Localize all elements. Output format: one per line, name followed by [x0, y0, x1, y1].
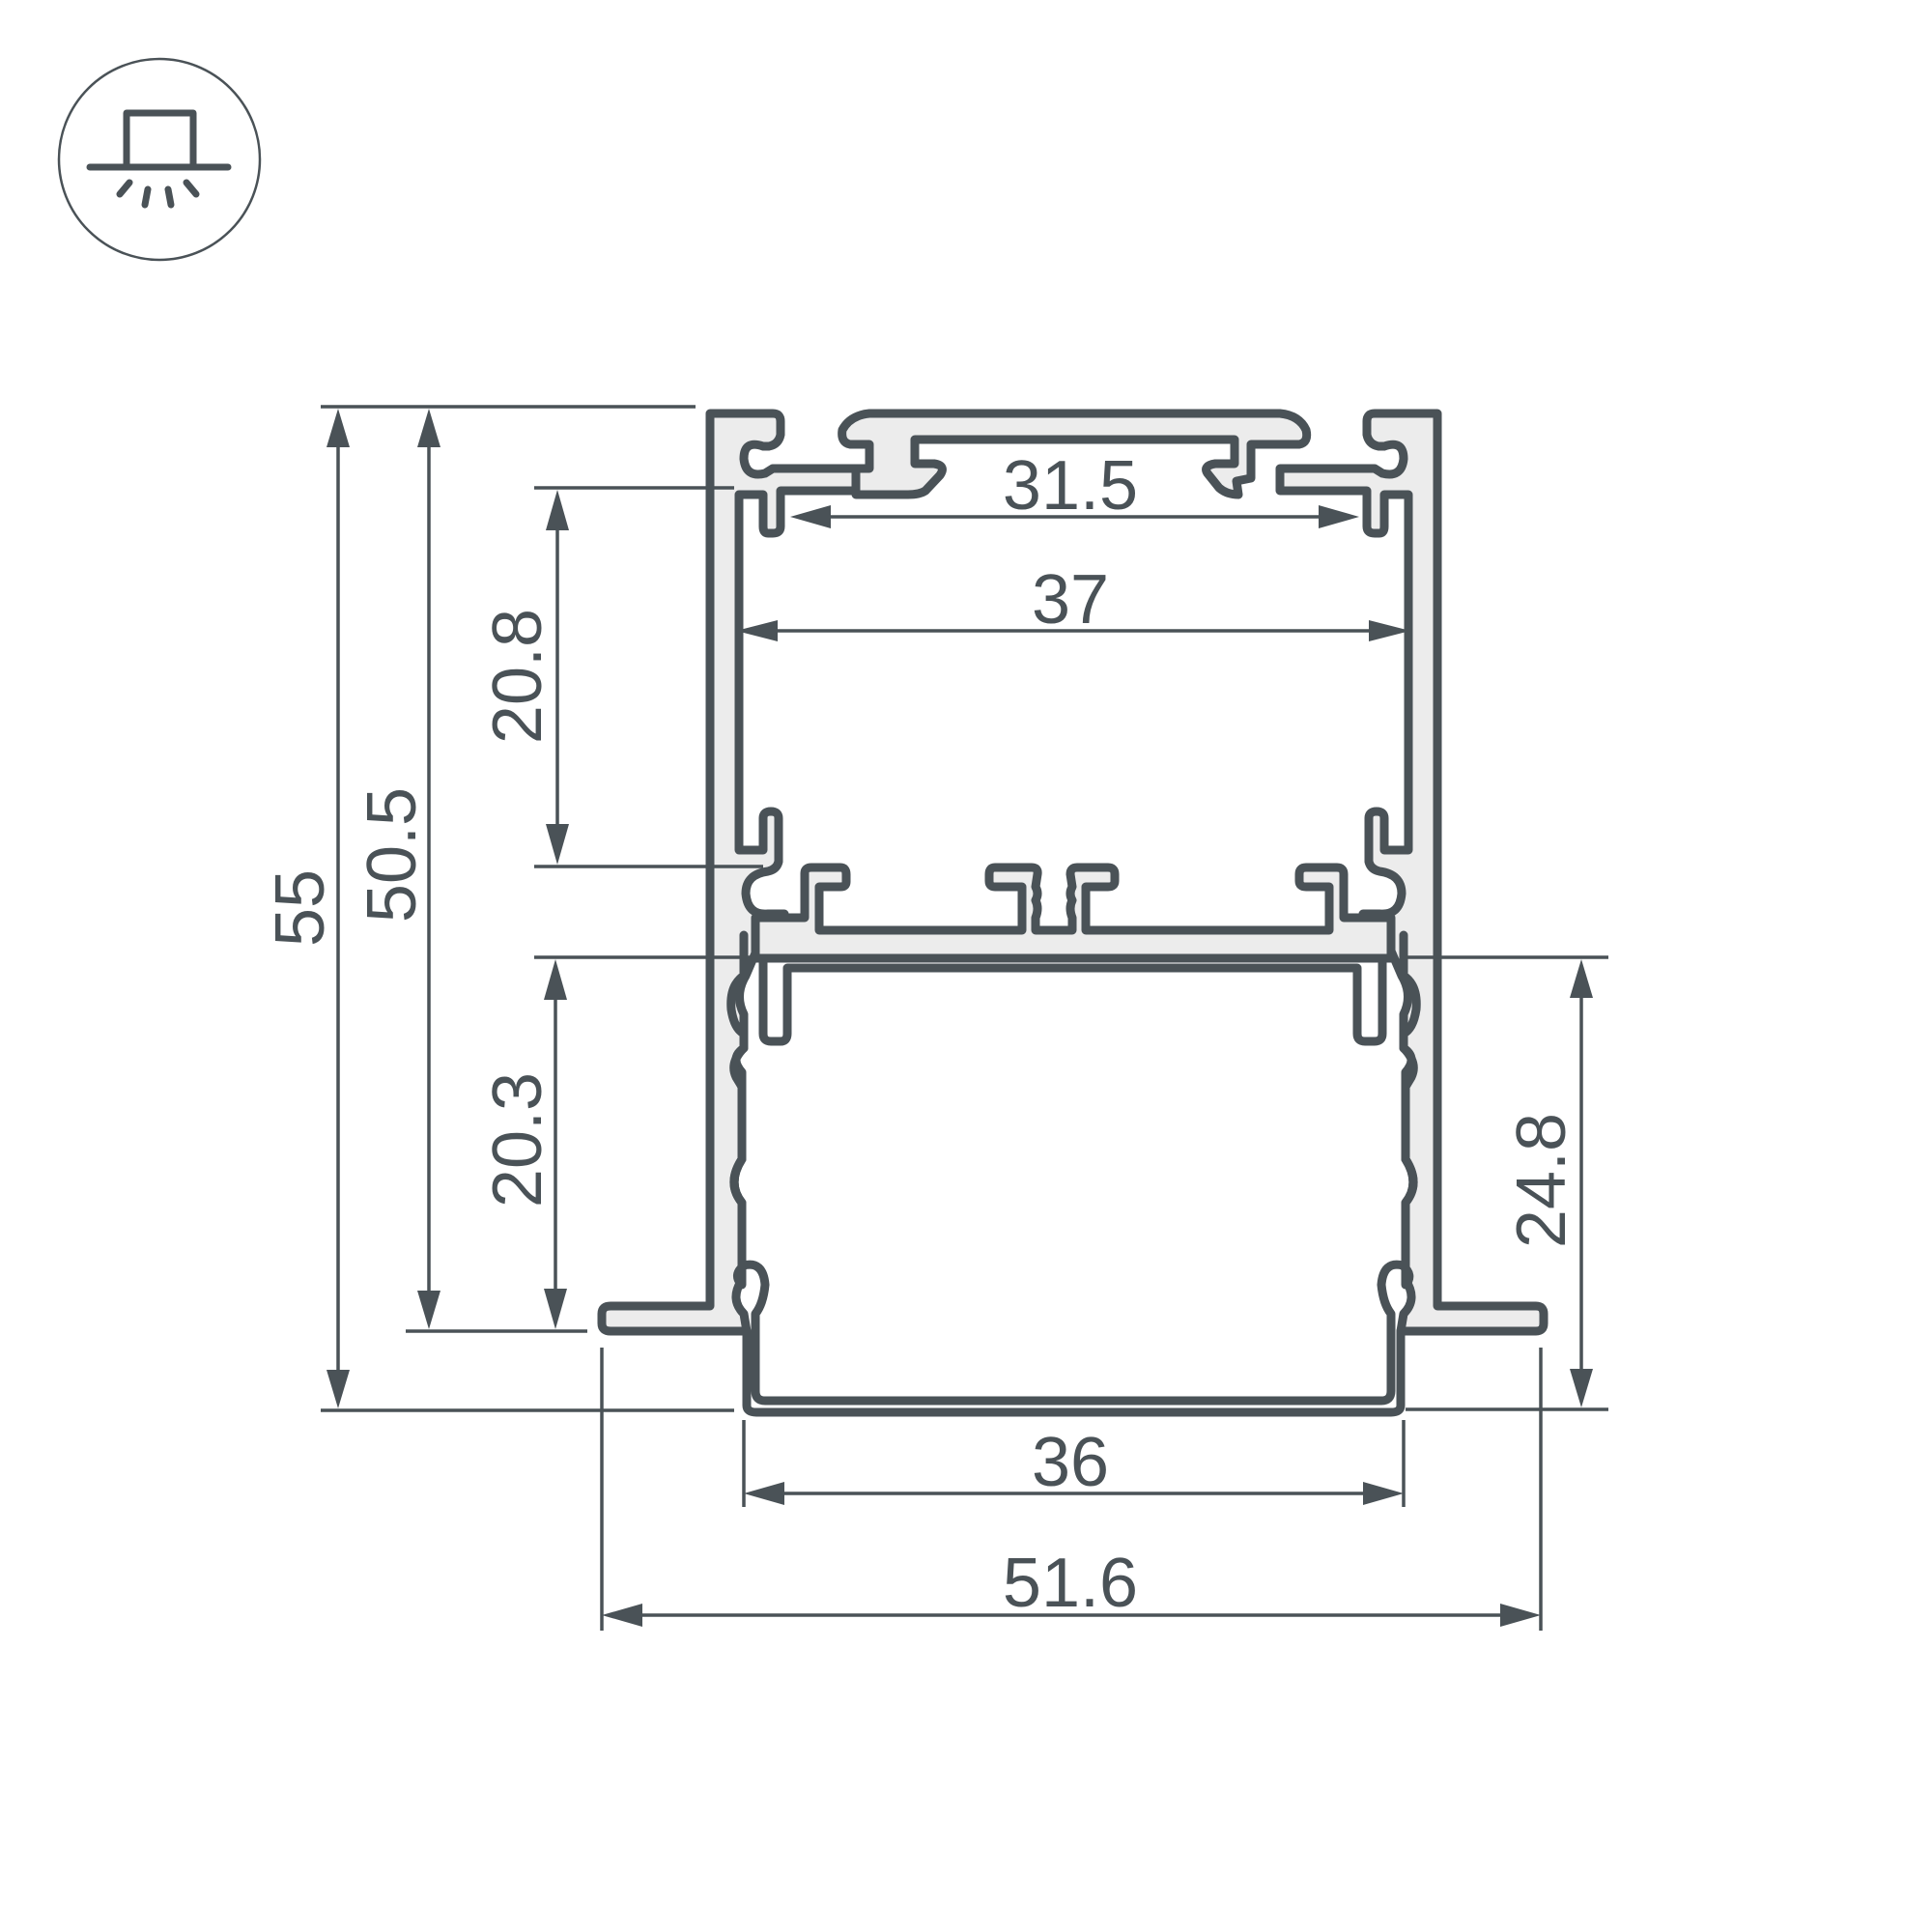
- dim-overall-height: 55: [262, 869, 339, 947]
- top-cover: [838, 409, 1312, 499]
- dim-diffuser-height: 24.8: [1503, 1113, 1580, 1248]
- middle-shelf: [751, 863, 1396, 963]
- dim-lower-chamber-height: 20.3: [479, 1072, 556, 1208]
- diffuser-inner-wall-left: [758, 953, 1387, 1046]
- diffuser: [726, 930, 1421, 1406]
- dim-body-height: 50.5: [354, 787, 431, 923]
- dim-inner-width: 37: [1032, 561, 1109, 639]
- dimension-labels: 55 50.5 20.8 20.3 24.8 31.5 37 36 51.6: [262, 447, 1580, 1622]
- dimension-lines: [321, 405, 1608, 1631]
- diffuser-outer: [742, 1326, 1406, 1417]
- ceiling-recessed-light-icon: [57, 57, 262, 262]
- dim-upper-chamber-height: 20.8: [479, 609, 556, 744]
- dim-diffuser-width: 36: [1032, 1424, 1109, 1501]
- dim-top-opening-width: 31.5: [1003, 447, 1138, 525]
- dim-overall-width: 51.6: [1003, 1545, 1138, 1622]
